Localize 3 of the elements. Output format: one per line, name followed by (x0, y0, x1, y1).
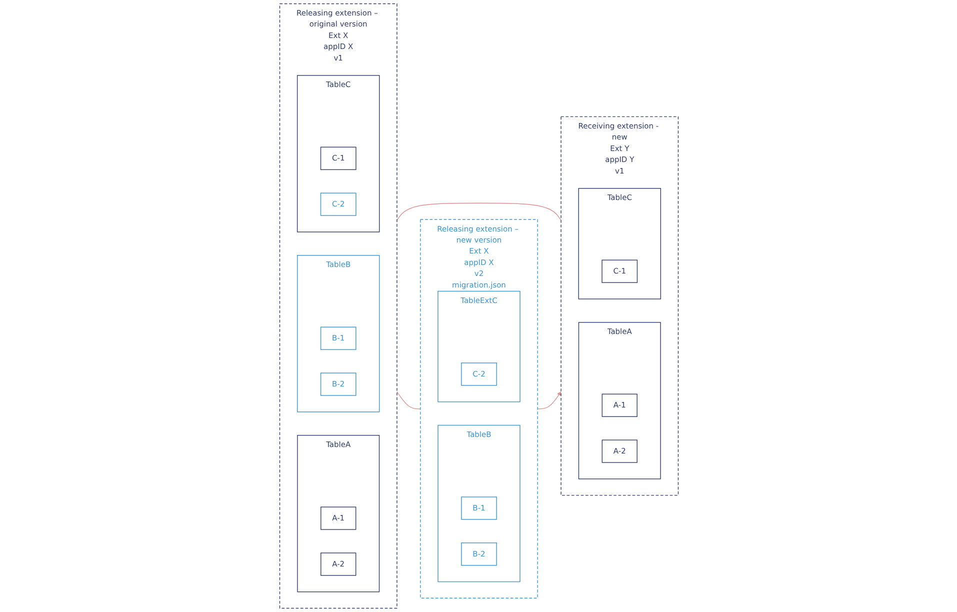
connector (396, 202, 561, 221)
connector (396, 391, 420, 410)
arrow (536, 392, 561, 410)
